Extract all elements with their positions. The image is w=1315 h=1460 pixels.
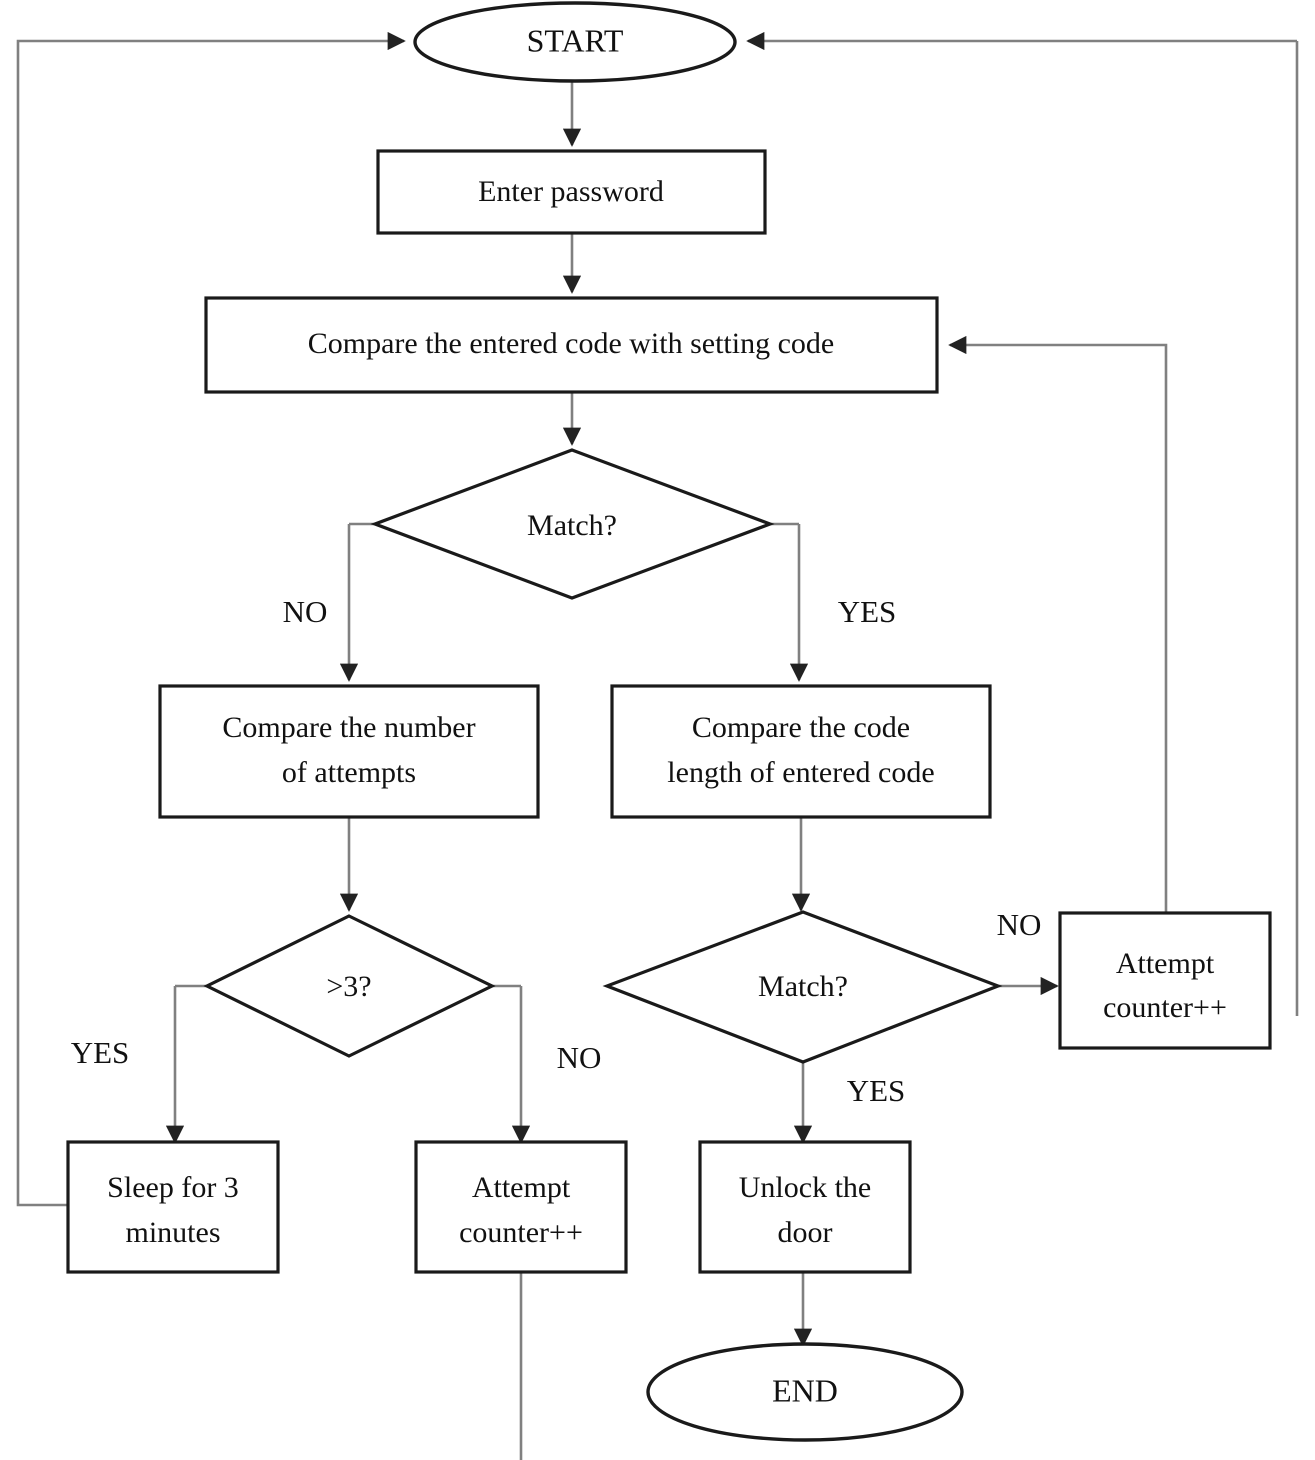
edge-label-gt3-yes: YES bbox=[71, 1035, 130, 1070]
node-sleep-3-minutes[interactable]: Sleep for 3 minutes bbox=[66, 1140, 280, 1274]
edge-label-gt3-no: NO bbox=[557, 1040, 602, 1075]
node-sleep-3-minutes-label-line1: Sleep for 3 bbox=[107, 1171, 239, 1204]
node-gt3[interactable]: >3? bbox=[203, 914, 496, 1058]
node-compare-entered-code[interactable]: Compare the entered code with setting co… bbox=[204, 296, 939, 394]
node-start[interactable]: START bbox=[413, 1, 737, 83]
node-compare-length[interactable]: Compare the code length of entered code bbox=[610, 684, 992, 819]
node-start-label: START bbox=[527, 22, 624, 58]
node-compare-length-label-line2: length of entered code bbox=[667, 756, 934, 789]
node-end[interactable]: END bbox=[646, 1342, 964, 1442]
edge-label-match2-no: NO bbox=[997, 907, 1042, 942]
node-compare-entered-code-label: Compare the entered code with setting co… bbox=[308, 327, 834, 360]
node-unlock-door[interactable]: Unlock the door bbox=[698, 1140, 912, 1274]
node-match1[interactable]: Match? bbox=[370, 448, 775, 600]
node-gt3-label: >3? bbox=[326, 970, 371, 1003]
node-compare-attempts[interactable]: Compare the number of attempts bbox=[158, 684, 540, 819]
node-match1-label: Match? bbox=[527, 509, 617, 542]
node-attempt-counter-right[interactable]: Attempt counter++ bbox=[1058, 911, 1272, 1050]
edge-label-match1-yes: YES bbox=[838, 594, 897, 629]
edge-attempt-right-to-compare bbox=[948, 335, 1168, 913]
node-match2-label: Match? bbox=[758, 970, 848, 1003]
node-attempt-counter-right-label-line2: counter++ bbox=[1103, 991, 1227, 1024]
node-attempt-counter-right-label-line1: Attempt bbox=[1116, 947, 1215, 980]
node-enter-password-label: Enter password bbox=[478, 175, 664, 208]
node-compare-attempts-label-line2: of attempts bbox=[282, 756, 416, 789]
node-unlock-door-label-line2: door bbox=[778, 1216, 833, 1249]
edge-sleep-to-start bbox=[16, 31, 406, 1207]
edge-label-match1-no: NO bbox=[283, 594, 328, 629]
node-attempt-counter-middle-label-line2: counter++ bbox=[459, 1216, 583, 1249]
node-end-label: END bbox=[772, 1372, 838, 1408]
node-unlock-door-label-line1: Unlock the bbox=[739, 1171, 871, 1204]
edge-label-match2-yes: YES bbox=[847, 1073, 906, 1108]
node-compare-attempts-label-line1: Compare the number bbox=[222, 711, 475, 744]
node-enter-password[interactable]: Enter password bbox=[376, 149, 767, 235]
node-match2[interactable]: Match? bbox=[602, 910, 1003, 1064]
node-compare-length-label-line1: Compare the code bbox=[692, 711, 910, 744]
node-attempt-counter-middle[interactable]: Attempt counter++ bbox=[414, 1140, 628, 1274]
node-attempt-counter-middle-label-line1: Attempt bbox=[472, 1171, 571, 1204]
node-sleep-3-minutes-label-line2: minutes bbox=[126, 1216, 221, 1249]
